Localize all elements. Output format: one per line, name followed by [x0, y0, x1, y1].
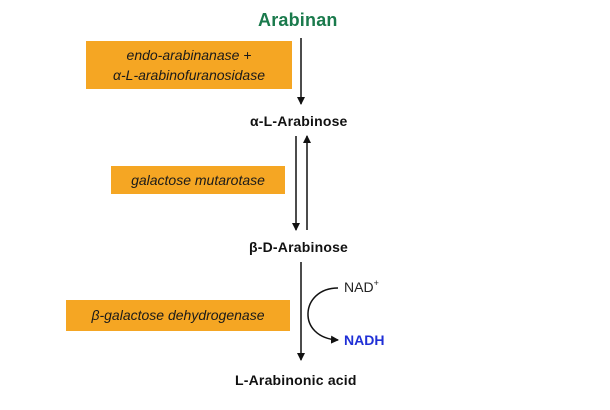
substrate-arabinan: Arabinan	[258, 10, 338, 30]
intermediate-alpha-l-arabinose: α-L-Arabinose	[250, 113, 348, 129]
cofactor-nad-plus: NAD+	[344, 278, 379, 295]
enzyme-box-step2: galactose mutarotase	[111, 166, 285, 194]
product-l-arabinonic-acid: L-Arabinonic acid	[235, 372, 357, 388]
cofactor-nadh: NADH	[344, 332, 385, 348]
enzyme-arabinofuranosidase: α-L-arabinofuranosidase	[113, 67, 265, 83]
enzyme-galactose-mutarotase: galactose mutarotase	[131, 172, 265, 188]
cofactor-nad-label: NAD	[344, 279, 374, 295]
enzyme-endo-arabinanase: endo-arabinanase +	[126, 47, 252, 63]
cofactor-curve-arrow	[307, 287, 339, 344]
enzyme-box-step3: β-galactose dehydrogenase	[66, 300, 290, 331]
intermediate-beta-d-arabinose: β-D-Arabinose	[249, 239, 349, 255]
cofactor-nad-charge: +	[373, 278, 379, 288]
enzyme-beta-galactose-dehydrogenase: β-galactose dehydrogenase	[91, 307, 265, 323]
enzyme-box-step1: endo-arabinanase + α-L-arabinofuranosida…	[86, 41, 292, 89]
